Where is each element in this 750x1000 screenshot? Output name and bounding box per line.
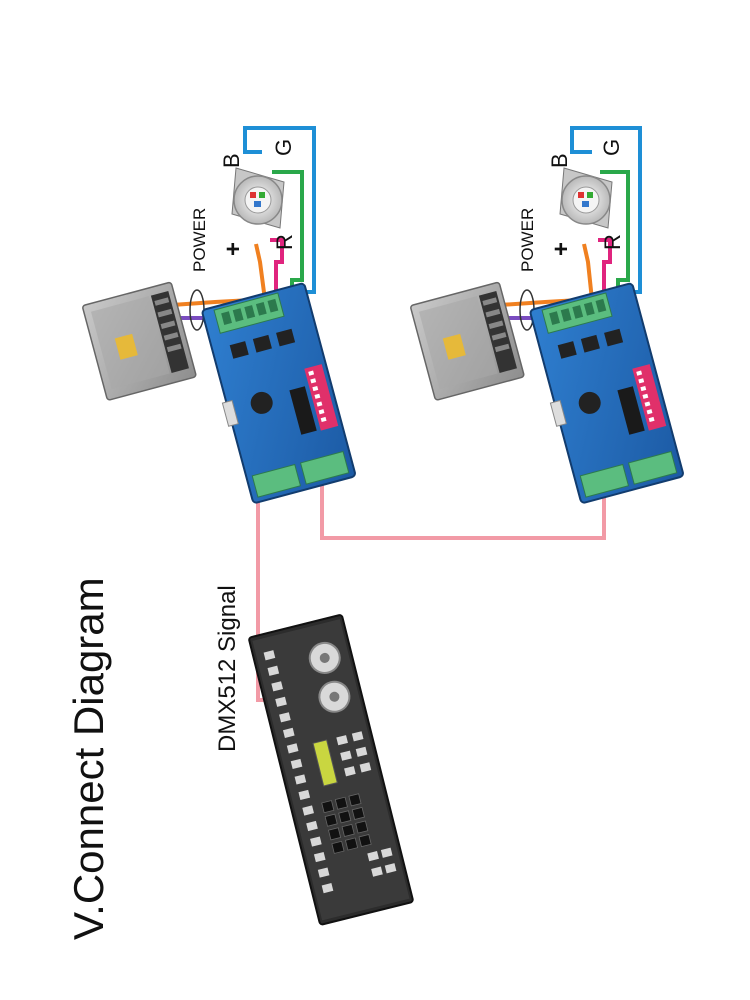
power-label: POWER xyxy=(518,208,537,272)
power-supply-1 xyxy=(82,281,197,401)
power-cable-tie xyxy=(189,289,205,331)
dmx-decoder-board-2 xyxy=(529,282,684,504)
rgb-led-1 xyxy=(231,167,285,229)
led-r-label: R xyxy=(600,234,625,250)
led-plus-wire xyxy=(254,243,267,301)
led-g-label: G xyxy=(599,139,624,156)
dmx-link-cable xyxy=(320,470,606,540)
led-g-label: G xyxy=(271,139,296,156)
red-wire xyxy=(598,238,612,298)
unit-1: POWER + B G R xyxy=(82,126,356,504)
unit-2: POWER + B G R xyxy=(410,126,684,504)
led-plus-wire xyxy=(582,243,594,301)
dmx-signal-label: DMX512 Signal xyxy=(214,585,241,752)
dmx-console xyxy=(248,614,414,926)
diagram-title: V.Connect Diagram xyxy=(65,577,112,940)
led-b-label: B xyxy=(547,153,572,168)
red-wire xyxy=(270,238,284,298)
plus-label: + xyxy=(548,242,575,256)
power-supply-2 xyxy=(410,281,525,401)
led-r-label: R xyxy=(272,234,297,250)
power-label: POWER xyxy=(190,208,209,272)
led-b-label: B xyxy=(219,153,244,168)
blue-wire xyxy=(243,126,316,294)
rgb-led-2 xyxy=(559,167,613,229)
plus-label: + xyxy=(220,242,247,256)
dmx-decoder-board-1 xyxy=(201,282,356,504)
blue-wire xyxy=(570,126,642,294)
